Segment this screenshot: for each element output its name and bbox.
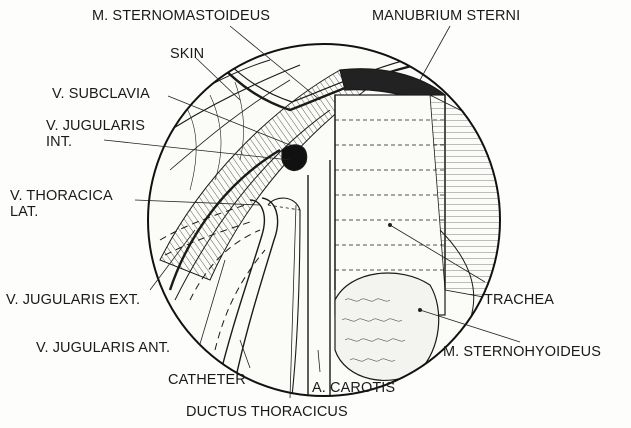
label-ductus-thoracicus: DUCTUS THORACICUS — [186, 404, 348, 420]
label-v-jugularis-ant: V. JUGULARIS ANT. — [36, 340, 170, 356]
label-v-thoracica-lat: V. THORACICA LAT. — [10, 188, 113, 220]
label-manubrium-sterni: MANUBRIUM STERNI — [372, 8, 520, 24]
label-skin: SKIN — [170, 46, 204, 62]
label-trachea: TRACHEA — [484, 292, 554, 308]
label-v-jugularis-int: V. JUGULARIS INT. — [46, 118, 145, 150]
trachea-leader-dot — [388, 223, 392, 227]
sternohyoid-leader-dot — [418, 308, 422, 312]
label-v-jugularis-ext: V. JUGULARIS EXT. — [6, 292, 140, 308]
label-v-subclavia: V. SUBCLAVIA — [52, 86, 150, 102]
label-a-carotis: A. CAROTIS — [312, 380, 395, 396]
label-m-sternomastoideus: M. STERNOMASTOIDEUS — [92, 8, 270, 24]
label-catheter: CATHETER — [168, 372, 246, 388]
label-m-sternohyoideus: M. STERNOHYOIDEUS — [443, 344, 601, 360]
internal-jugular-vein — [282, 145, 307, 171]
